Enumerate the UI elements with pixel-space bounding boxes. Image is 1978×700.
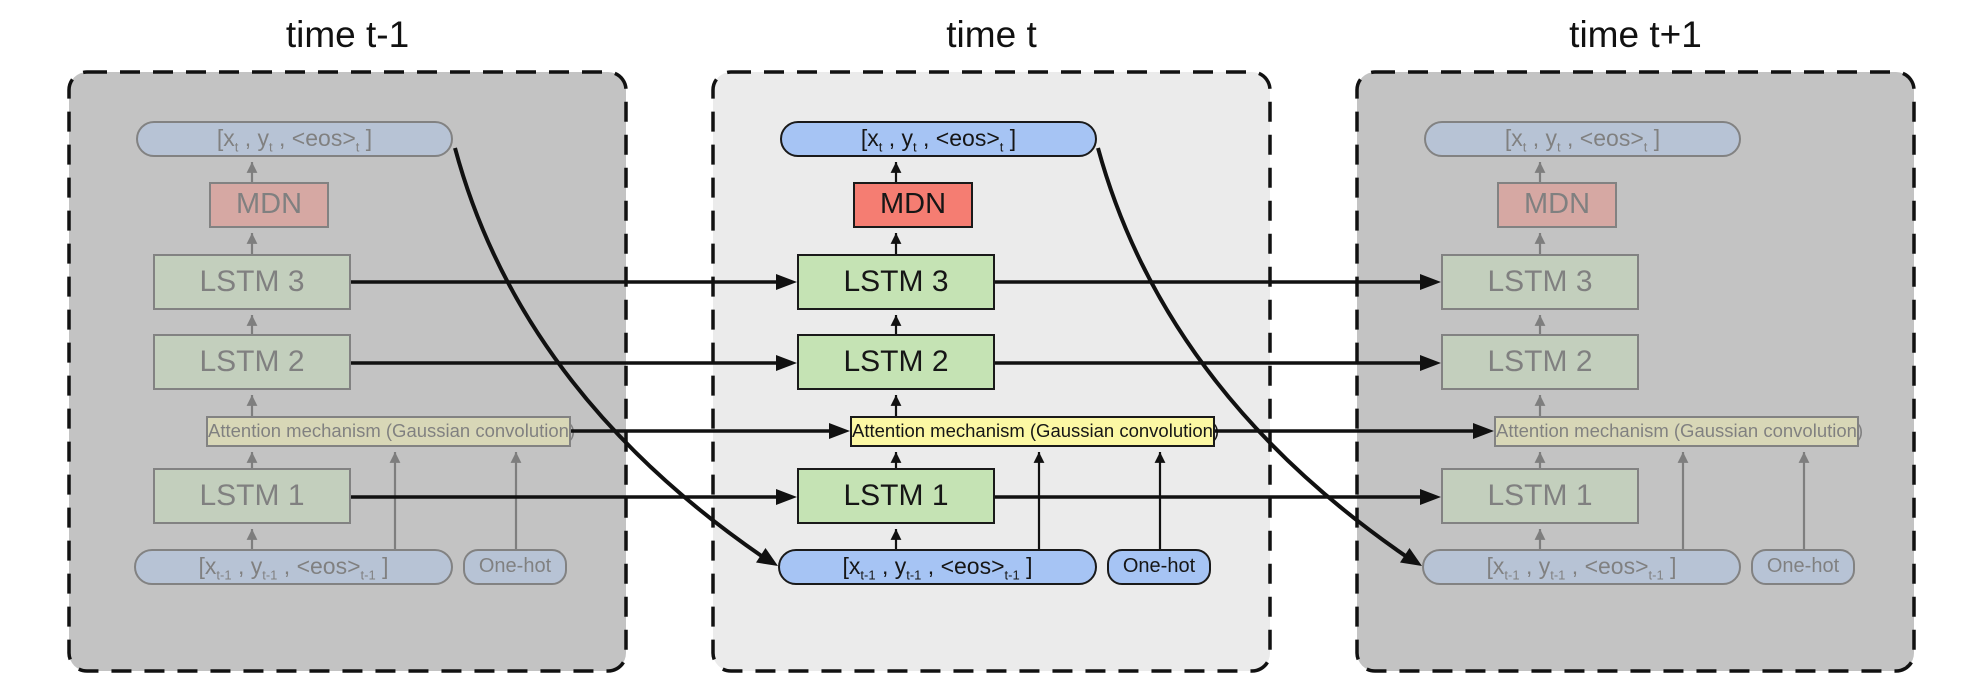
pill-text: [x: [1486, 553, 1505, 579]
pill-text: [x: [198, 553, 217, 579]
pill-text: , y: [238, 125, 270, 151]
mdn-box: MDN: [209, 182, 329, 228]
onehot-pill: One-hot: [463, 549, 567, 585]
lstm1-box: LSTM 1: [153, 468, 351, 524]
panel-time-t: [xt , yt , <eos>t ] MDN LSTM 3 LSTM 2 At…: [713, 72, 1270, 671]
pill-text: , <eos>: [1560, 125, 1644, 151]
lstm2-box: LSTM 2: [153, 334, 351, 390]
pill-text: [x: [860, 125, 879, 151]
panel-content: [xt , yt , <eos>t ] MDN LSTM 3 LSTM 2 At…: [69, 72, 626, 671]
lstm1-box: LSTM 1: [797, 468, 995, 524]
pill-text: [x: [1504, 125, 1523, 151]
lstm3-box: LSTM 3: [153, 254, 351, 310]
pill-text: ]: [1663, 553, 1677, 579]
pill-text: , <eos>: [272, 125, 356, 151]
subscript: t-1: [1004, 567, 1020, 583]
pill-text: , y: [1519, 553, 1551, 579]
panel-title-time-t-plus-1: time t+1: [1569, 14, 1702, 55]
subscript: t-1: [1504, 567, 1520, 583]
panel-title-time-t-1: time t-1: [285, 14, 410, 55]
mdn-box: MDN: [853, 182, 973, 228]
panel-time-t-1: [xt , yt , <eos>t ] MDN LSTM 3 LSTM 2 At…: [69, 72, 626, 671]
pill-text: , <eos>: [921, 553, 1005, 579]
lstm2-box: LSTM 2: [1441, 334, 1639, 390]
panel-time-t-plus-1: [xt , yt , <eos>t ] MDN LSTM 3 LSTM 2 At…: [1357, 72, 1914, 671]
attention-box: Attention mechanism (Gaussian convolutio…: [206, 416, 575, 447]
panel-content: [xt , yt , <eos>t ] MDN LSTM 3 LSTM 2 At…: [713, 72, 1270, 671]
pill-text: , <eos>: [1565, 553, 1649, 579]
lstm3-box: LSTM 3: [1441, 254, 1639, 310]
subscript: t-1: [1550, 567, 1566, 583]
pill-text: [x: [842, 553, 861, 579]
lstm3-box: LSTM 3: [797, 254, 995, 310]
input-vector-pill: [xt-1 , yt-1 , <eos>t-1 ]: [1422, 549, 1741, 585]
pill-text: ]: [359, 125, 373, 151]
attention-box: Attention mechanism (Gaussian convolutio…: [1494, 416, 1863, 447]
lstm1-box: LSTM 1: [1441, 468, 1639, 524]
lstm2-box: LSTM 2: [797, 334, 995, 390]
mdn-box: MDN: [1497, 182, 1617, 228]
panel-content: [xt , yt , <eos>t ] MDN LSTM 3 LSTM 2 At…: [1357, 72, 1914, 671]
pill-text: , <eos>: [277, 553, 361, 579]
pill-text: , y: [1526, 125, 1558, 151]
output-vector-pill: [xt , yt , <eos>t ]: [136, 121, 453, 157]
pill-text: , y: [875, 553, 907, 579]
pill-text: [x: [216, 125, 235, 151]
pill-text: ]: [375, 553, 389, 579]
input-vector-pill: [xt-1 , yt-1 , <eos>t-1 ]: [134, 549, 453, 585]
pill-text: , y: [231, 553, 263, 579]
input-vector-pill: [xt-1 , yt-1 , <eos>t-1 ]: [778, 549, 1097, 585]
subscript: t-1: [262, 567, 278, 583]
onehot-pill: One-hot: [1107, 549, 1211, 585]
pill-text: , <eos>: [916, 125, 1000, 151]
panel-title-time-t: time t: [946, 14, 1037, 55]
onehot-pill: One-hot: [1751, 549, 1855, 585]
subscript: t-1: [860, 567, 876, 583]
pill-text: ]: [1019, 553, 1033, 579]
output-vector-pill: [xt , yt , <eos>t ]: [1424, 121, 1741, 157]
subscript: t-1: [906, 567, 922, 583]
pill-text: ]: [1647, 125, 1661, 151]
pill-text: , y: [882, 125, 914, 151]
subscript: t-1: [1648, 567, 1664, 583]
pill-text: ]: [1003, 125, 1017, 151]
subscript: t-1: [360, 567, 376, 583]
attention-box: Attention mechanism (Gaussian convolutio…: [850, 416, 1219, 447]
output-vector-pill: [xt , yt , <eos>t ]: [780, 121, 1097, 157]
subscript: t-1: [216, 567, 232, 583]
